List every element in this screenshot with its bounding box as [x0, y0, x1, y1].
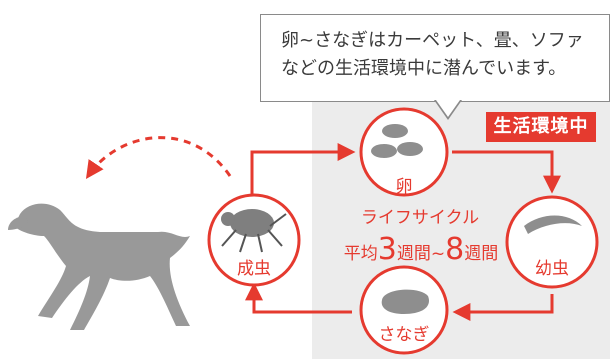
adult-label: 成虫: [237, 259, 271, 279]
larva-circle: [505, 195, 599, 289]
arrow-pupa-to-adult: [245, 282, 352, 314]
callout-box: 卵~さなぎはカーペット、畳、ソファ などの生活環境中に潜んでいます。: [260, 14, 610, 102]
callout-line-1: 卵~さなぎはカーペット、畳、ソファ: [281, 30, 584, 51]
period-prefix: 平均: [343, 244, 378, 264]
dashed-arrow-adult-to-dog: [85, 136, 232, 179]
arrow-larva-to-pupa: [452, 294, 554, 321]
period-mid: 週間~: [396, 244, 446, 264]
pupa-label: さなぎ: [378, 325, 430, 345]
period-suffix: 週間: [464, 244, 499, 264]
callout-line-2: などの生活環境中に潜んでいます。: [281, 58, 567, 79]
larva-label: 幼虫: [535, 259, 569, 279]
life-cycle-period: 平均3週間~8週間: [316, 232, 526, 267]
life-cycle-title: ライフサイクル: [360, 208, 480, 228]
flea-illustration: [221, 209, 287, 253]
egg-icon: [371, 124, 423, 158]
arrow-adult-to-egg: [250, 143, 356, 198]
arrow-egg-to-larva: [452, 150, 561, 194]
period-min-weeks: 3: [377, 232, 397, 267]
living-environment-tag: 生活環境中: [486, 112, 596, 142]
dog-silhouette: [8, 203, 190, 330]
larva-icon: [524, 215, 582, 234]
pupa-icon: [381, 289, 429, 314]
callout-tail-inner: [436, 100, 460, 117]
period-max-weeks: 8: [445, 232, 465, 267]
egg-label: 卵: [395, 177, 413, 197]
